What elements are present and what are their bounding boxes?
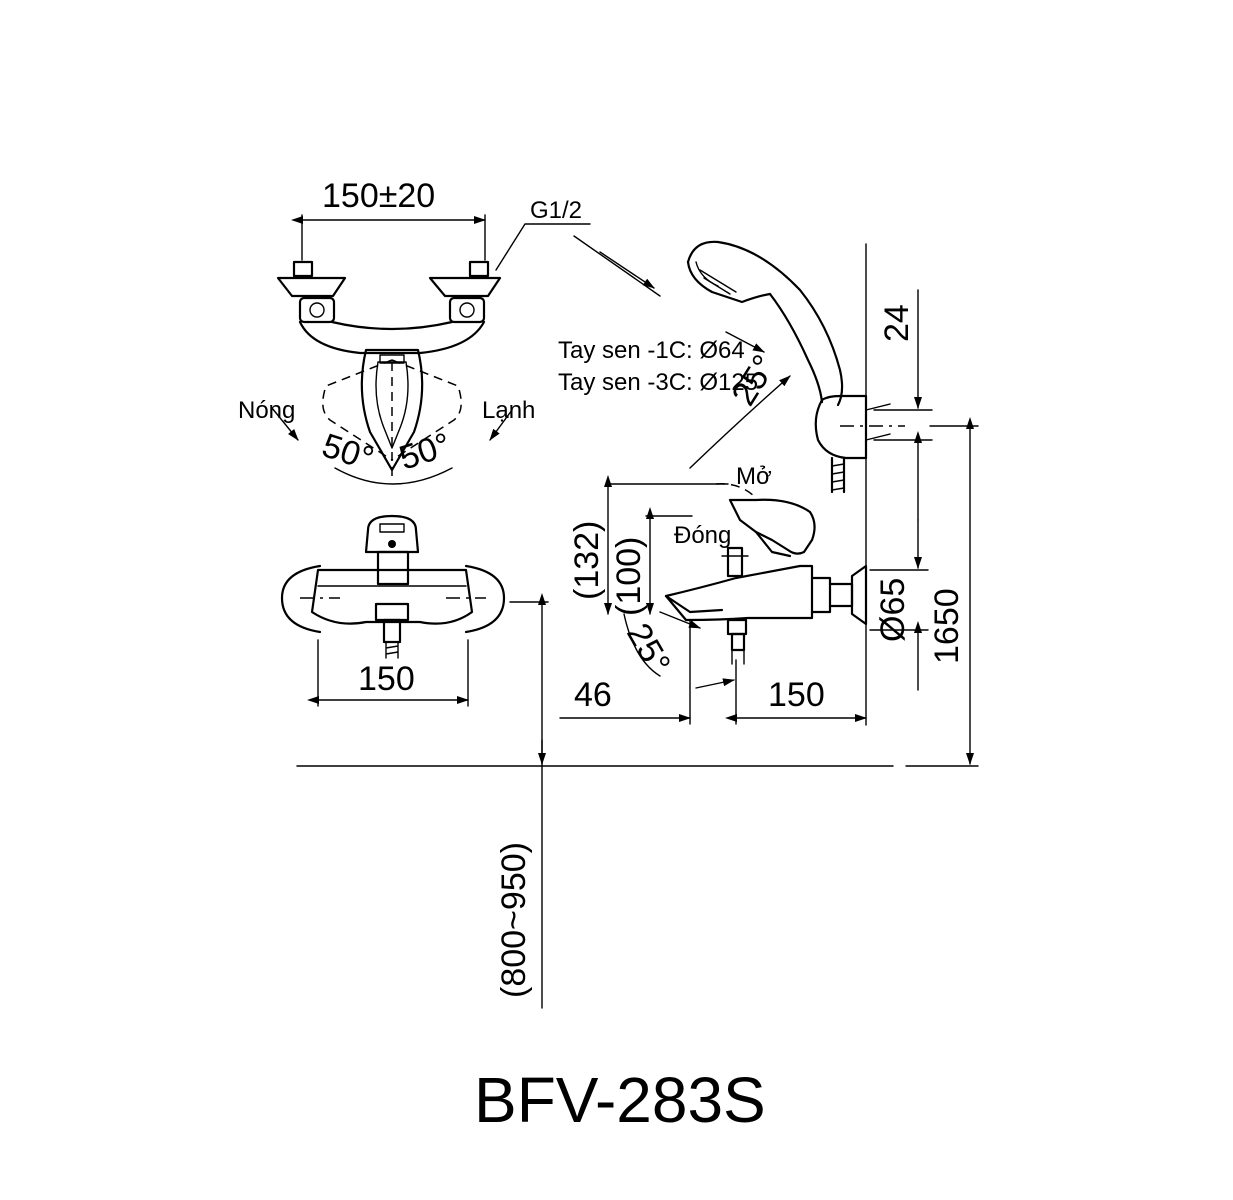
label-handshower-3c: Tay sen -3C: Ø125 <box>558 369 758 396</box>
dim-front-width: 150 <box>358 660 415 698</box>
dim-holder-height: 24 <box>878 304 916 342</box>
label-cold: Lạnh <box>482 397 535 424</box>
label-open: Mở <box>736 463 772 490</box>
dim-spout-projection: 150 <box>768 676 825 714</box>
hand-shower <box>686 240 905 494</box>
dim-flange-diameter: Ø65 <box>874 578 912 642</box>
dim-spout-offset: 46 <box>574 676 612 714</box>
label-close: Đóng <box>674 522 731 549</box>
model-title: BFV-283S <box>474 1064 766 1136</box>
mount-height: (800~950) <box>296 593 979 1009</box>
inlet-left <box>276 260 347 324</box>
dim-inlet-spacing: 150±20 <box>322 177 435 215</box>
dim-100: (100) <box>610 537 648 616</box>
top-view: 150±20 G1/2 Nóng Lạnh <box>238 177 591 485</box>
side-view: Tay sen -1C: Ø64 Tay sen -3C: Ø125 25° M… <box>558 235 979 765</box>
front-view: 150 <box>280 514 506 707</box>
angle-cold: 50° <box>395 426 456 478</box>
label-thread: G1/2 <box>530 197 582 224</box>
angle-hot: 50° <box>318 426 379 478</box>
dim-holder-mount-height: 1650 <box>928 588 966 664</box>
label-handshower-1c: Tay sen -1C: Ø64 <box>558 337 745 364</box>
dim-faucet-mount-height: (800~950) <box>495 842 533 998</box>
label-hot: Nóng <box>238 397 295 424</box>
inlet-right <box>428 260 502 324</box>
dim-132: (132) <box>568 521 606 600</box>
